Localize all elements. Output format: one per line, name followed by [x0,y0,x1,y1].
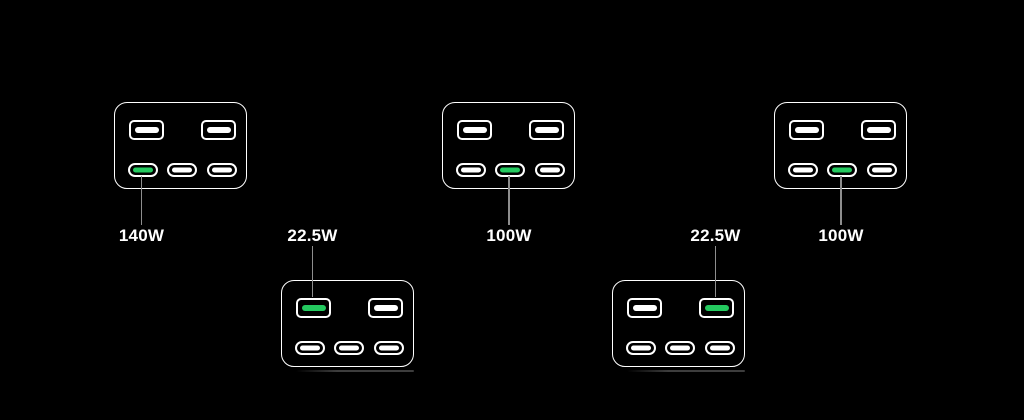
usb-a-pin-bar [632,305,657,311]
usb-c-port-active [127,163,158,177]
usb-a-port [368,298,403,318]
usb-c-pin-bar [709,345,730,351]
usb-c-pin-bar [630,345,651,351]
wattage-label: 140W [118,226,165,245]
usb-a-port-active [296,298,331,318]
usb-a-port [627,298,662,318]
panel-top-left [114,102,247,189]
usb-c-port [206,163,237,177]
usb-c-pin-bar [339,345,359,351]
usb-a-port [129,120,164,140]
usb-c-pin-bar [460,167,481,173]
panel-reflection [296,370,414,372]
wattage-label: 22.5W [287,226,338,245]
usb-c-pin-bar [500,167,520,173]
usb-c-pin-bar [832,167,852,173]
usb-a-port [529,120,564,140]
usb-c-port [866,163,897,177]
panel-top-right [774,102,907,189]
wattage-label: 100W [818,226,864,245]
callout-line [140,176,143,225]
callout-line [714,246,717,297]
usb-c-port-active [495,163,525,177]
usb-a-pin-bar [373,305,398,311]
usb-c-port-active [827,163,857,177]
usb-c-pin-bar [211,167,232,173]
usb-c-pin-bar [172,167,192,173]
usb-a-pin-bar [794,127,819,133]
usb-a-pin-bar [534,127,559,133]
usb-a-pin-bar [206,127,231,133]
usb-a-pin-bar [462,127,487,133]
usb-c-port [334,341,364,355]
usb-c-port [373,341,404,355]
usb-a-port-active [699,298,734,318]
usb-a-port [201,120,236,140]
panel-bottom-left [281,280,414,367]
callout-line [840,176,842,225]
usb-c-port [625,341,656,355]
wattage-label: 100W [486,226,532,245]
usb-c-port [665,341,695,355]
wattage-label: 22.5W [690,226,741,245]
usb-a-port [457,120,492,140]
usb-a-pin-bar [866,127,891,133]
usb-c-port [167,163,197,177]
usb-a-pin-bar [704,305,729,311]
usb-c-port [704,341,735,355]
panel-reflection [627,370,745,372]
usb-c-pin-bar [792,167,813,173]
callout-line [508,176,510,225]
usb-c-port [294,341,325,355]
callout-line [311,246,314,297]
usb-c-pin-bar [539,167,560,173]
usb-c-pin-bar [132,167,153,173]
usb-a-pin-bar [134,127,159,133]
usb-c-pin-bar [378,345,399,351]
usb-a-pin-bar [301,305,326,311]
usb-c-pin-bar [871,167,892,173]
usb-c-pin-bar [670,345,690,351]
panel-bottom-right [612,280,745,367]
usb-a-port [789,120,824,140]
usb-c-port [455,163,486,177]
usb-c-port [787,163,818,177]
usb-a-port [861,120,896,140]
usb-c-pin-bar [299,345,320,351]
usb-c-port [534,163,565,177]
